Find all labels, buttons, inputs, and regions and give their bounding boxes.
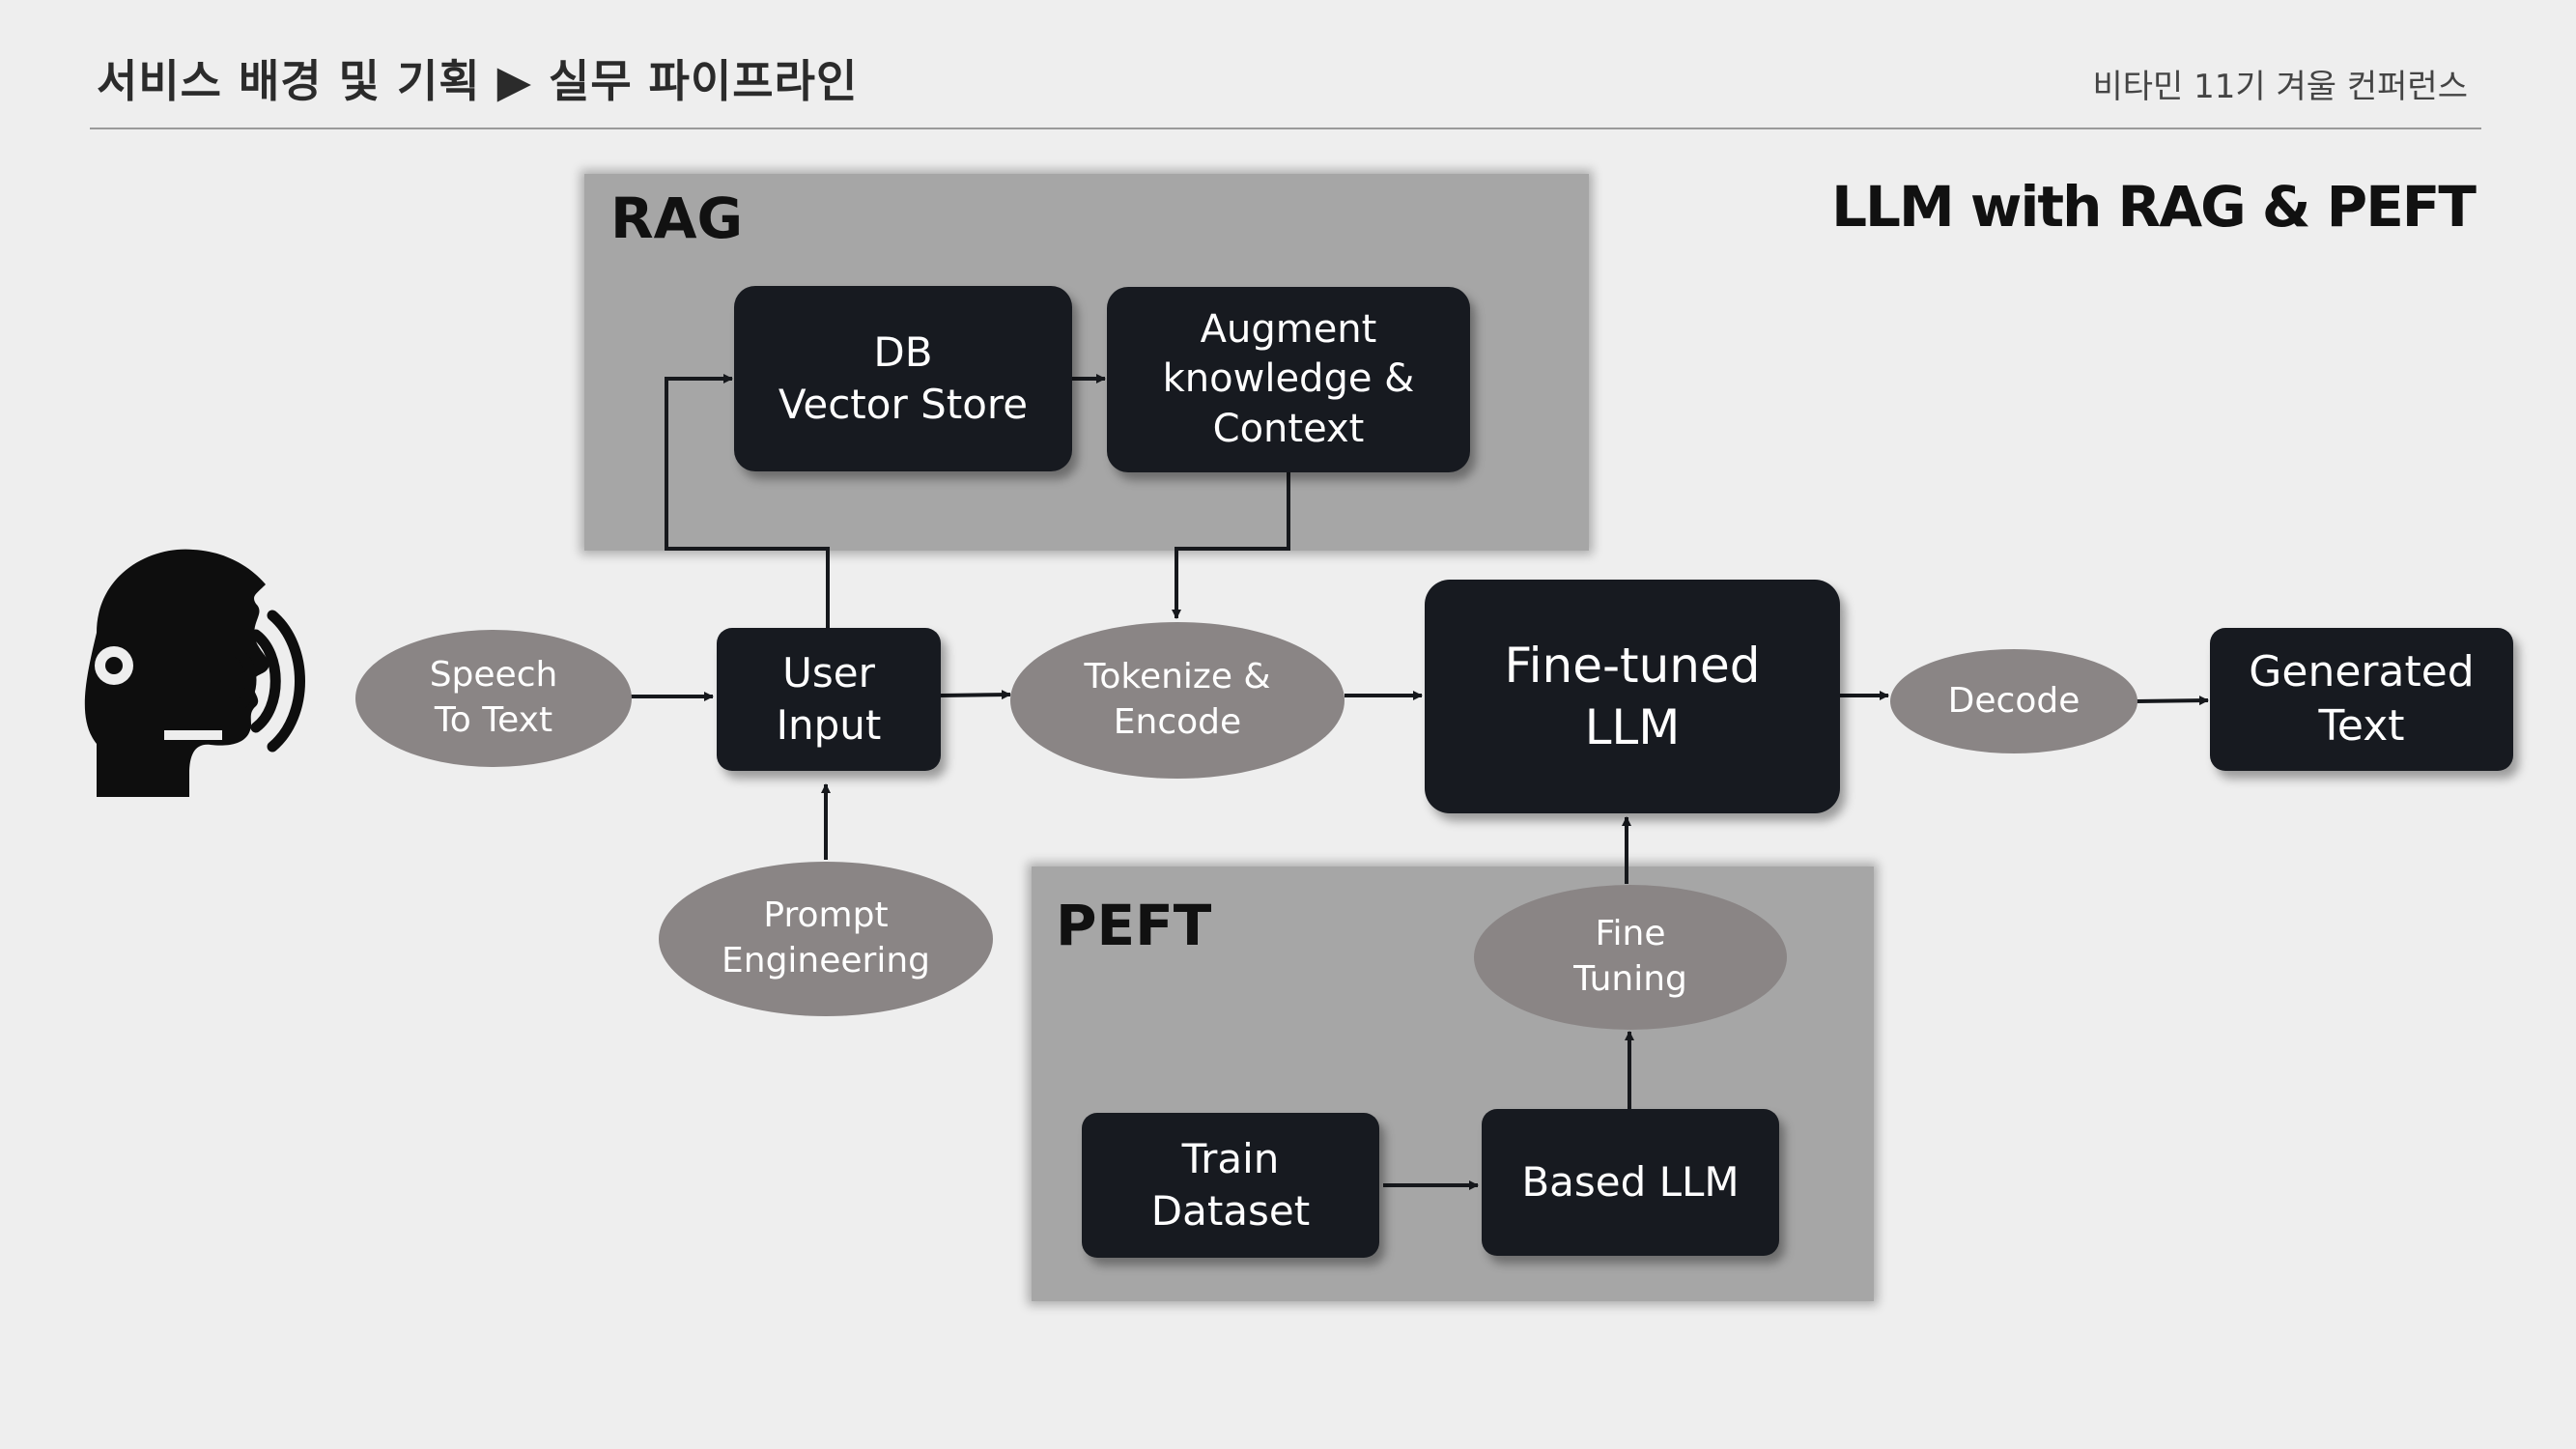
user-input-box: User Input (717, 628, 941, 771)
generated-text-label: Generated Text (2249, 646, 2475, 751)
speaking-head-icon (84, 549, 305, 797)
arrow-decode-to-generated (2136, 696, 2209, 706)
page-header-title: 서비스 배경 및 기획 ▶ 실무 파이프라인 (97, 55, 859, 107)
decode-label: Decode (1947, 680, 2081, 721)
prompt-engineering-node: Prompt Engineering (659, 862, 993, 1016)
tokenize-encode-label: Tokenize & Encode (1084, 657, 1271, 742)
based-llm-label: Based LLM (1521, 1158, 1740, 1207)
page-header-subtitle: 비타민 11기 겨울 컨퍼런스 (2092, 68, 2469, 106)
generated-text-box: Generated Text (2210, 628, 2513, 771)
tokenize-encode-node: Tokenize & Encode (1010, 622, 1345, 779)
db-vector-store-box: DB Vector Store (734, 286, 1072, 471)
diagram-title: LLM with RAG & PEFT (1831, 174, 2477, 240)
rag-panel-label: RAG (610, 185, 744, 251)
db-vector-store-label: DB Vector Store (778, 328, 1029, 428)
based-llm-box: Based LLM (1482, 1109, 1779, 1256)
fine-tuning-node: Fine Tuning (1474, 885, 1787, 1030)
header-divider (90, 128, 2481, 129)
fine-tuned-llm-box: Fine-tuned LLM (1425, 580, 1840, 813)
decode-node: Decode (1890, 649, 2137, 753)
train-dataset-box: Train Dataset (1082, 1113, 1379, 1258)
fine-tuned-llm-label: Fine-tuned LLM (1504, 638, 1761, 755)
speech-to-text-node: Speech To Text (355, 630, 632, 767)
arrow-user-input-to-db (665, 374, 830, 630)
arrow-user-input-to-tokenize (940, 690, 1011, 700)
fine-tuning-label: Fine Tuning (1573, 914, 1687, 999)
arrow-augment-to-tokenize (1172, 471, 1290, 619)
train-dataset-label: Train Dataset (1150, 1135, 1311, 1235)
prompt-engineering-label: Prompt Engineering (722, 895, 930, 980)
speech-to-text-label: Speech To Text (429, 655, 558, 740)
augment-label: Augment knowledge & Context (1162, 307, 1415, 451)
peft-panel-label: PEFT (1056, 893, 1212, 958)
user-input-label: User Input (776, 649, 882, 749)
augment-box: Augment knowledge & Context (1107, 287, 1470, 472)
